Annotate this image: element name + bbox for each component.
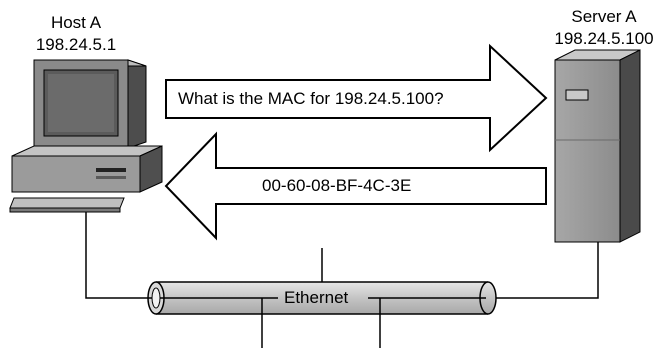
request-text: What is the MAC for 198.24.5.100? xyxy=(178,89,444,108)
reply-text: 00-60-08-BF-4C-3E xyxy=(262,176,412,195)
host-ip: 198.24.5.1 xyxy=(35,35,117,54)
reply-arrow xyxy=(164,131,547,241)
server-icon xyxy=(554,49,641,243)
request-arrow xyxy=(165,43,548,153)
server-ip: 198.24.5.100 xyxy=(554,29,654,48)
server-name: Server A xyxy=(571,7,637,26)
host-computer-icon xyxy=(9,59,163,213)
ethernet-label: Ethernet xyxy=(284,288,349,307)
host-name: Host A xyxy=(50,13,102,32)
network-links xyxy=(85,212,599,348)
host-label: Host A 198.24.5.1 xyxy=(26,12,126,56)
server-label: Server A 198.24.5.100 xyxy=(540,6,668,50)
